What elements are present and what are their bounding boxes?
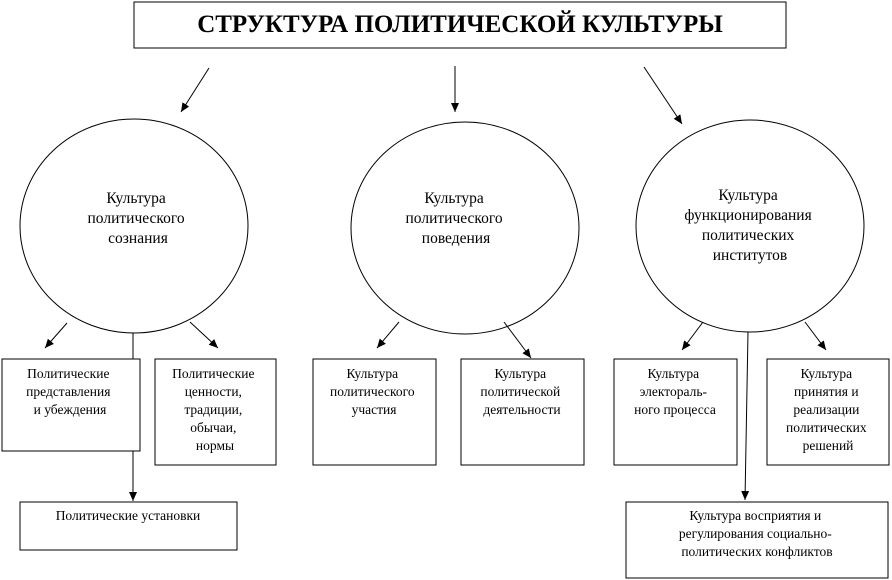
box-decisions — [766, 358, 890, 466]
oval-institutions-label: Культура функционирования политических и… — [684, 187, 815, 264]
box-activity — [460, 358, 585, 466]
box-activity-label: Культура политической деятельности — [480, 366, 563, 417]
arrow-consciousness-to-beliefs — [44, 322, 68, 349]
box-decisions-label: Культура принятия и реализации политичес… — [786, 366, 870, 453]
oval-consciousness — [19, 118, 249, 334]
arrow-title-to-institutions — [643, 66, 683, 125]
box-values-label: Политические ценности, традиции, обычаи,… — [172, 366, 258, 453]
title-box — [133, 1, 787, 49]
box-attitudes-label: Политические установки — [56, 508, 201, 523]
box-electoral-label: Культура электораль- ного процесса — [634, 366, 716, 417]
box-conflicts-label: Культура восприятия и регулирования соци… — [679, 508, 835, 559]
box-beliefs-label: Политические представления и убеждения — [26, 366, 114, 417]
box-attitudes — [19, 501, 238, 551]
arrow-institutions-to-decisions — [804, 321, 827, 351]
box-participation — [312, 358, 437, 466]
box-beliefs — [1, 358, 141, 452]
oval-consciousness-label: Культура политического сознания — [88, 190, 189, 247]
box-conflicts — [625, 501, 889, 579]
arrow-behavior-to-activity — [503, 321, 532, 359]
oval-behavior — [350, 121, 580, 335]
arrow-consciousness-to-values — [189, 321, 219, 349]
arrow-institutions-to-conflicts — [741, 331, 750, 501]
box-electoral — [613, 358, 738, 466]
box-participation-label: Культура политического участия — [330, 366, 418, 417]
box-values — [154, 358, 277, 466]
oval-behavior-label: Культура политического поведения — [406, 190, 507, 247]
arrow-title-to-consciousness — [180, 67, 210, 113]
arrow-behavior-to-participation — [376, 321, 400, 349]
oval-institutions — [635, 119, 865, 333]
diagram-title: СТРУКТУРА ПОЛИТИЧЕСКОЙ КУЛЬТУРЫ — [197, 10, 723, 38]
arrow-institutions-to-electoral — [681, 321, 704, 351]
